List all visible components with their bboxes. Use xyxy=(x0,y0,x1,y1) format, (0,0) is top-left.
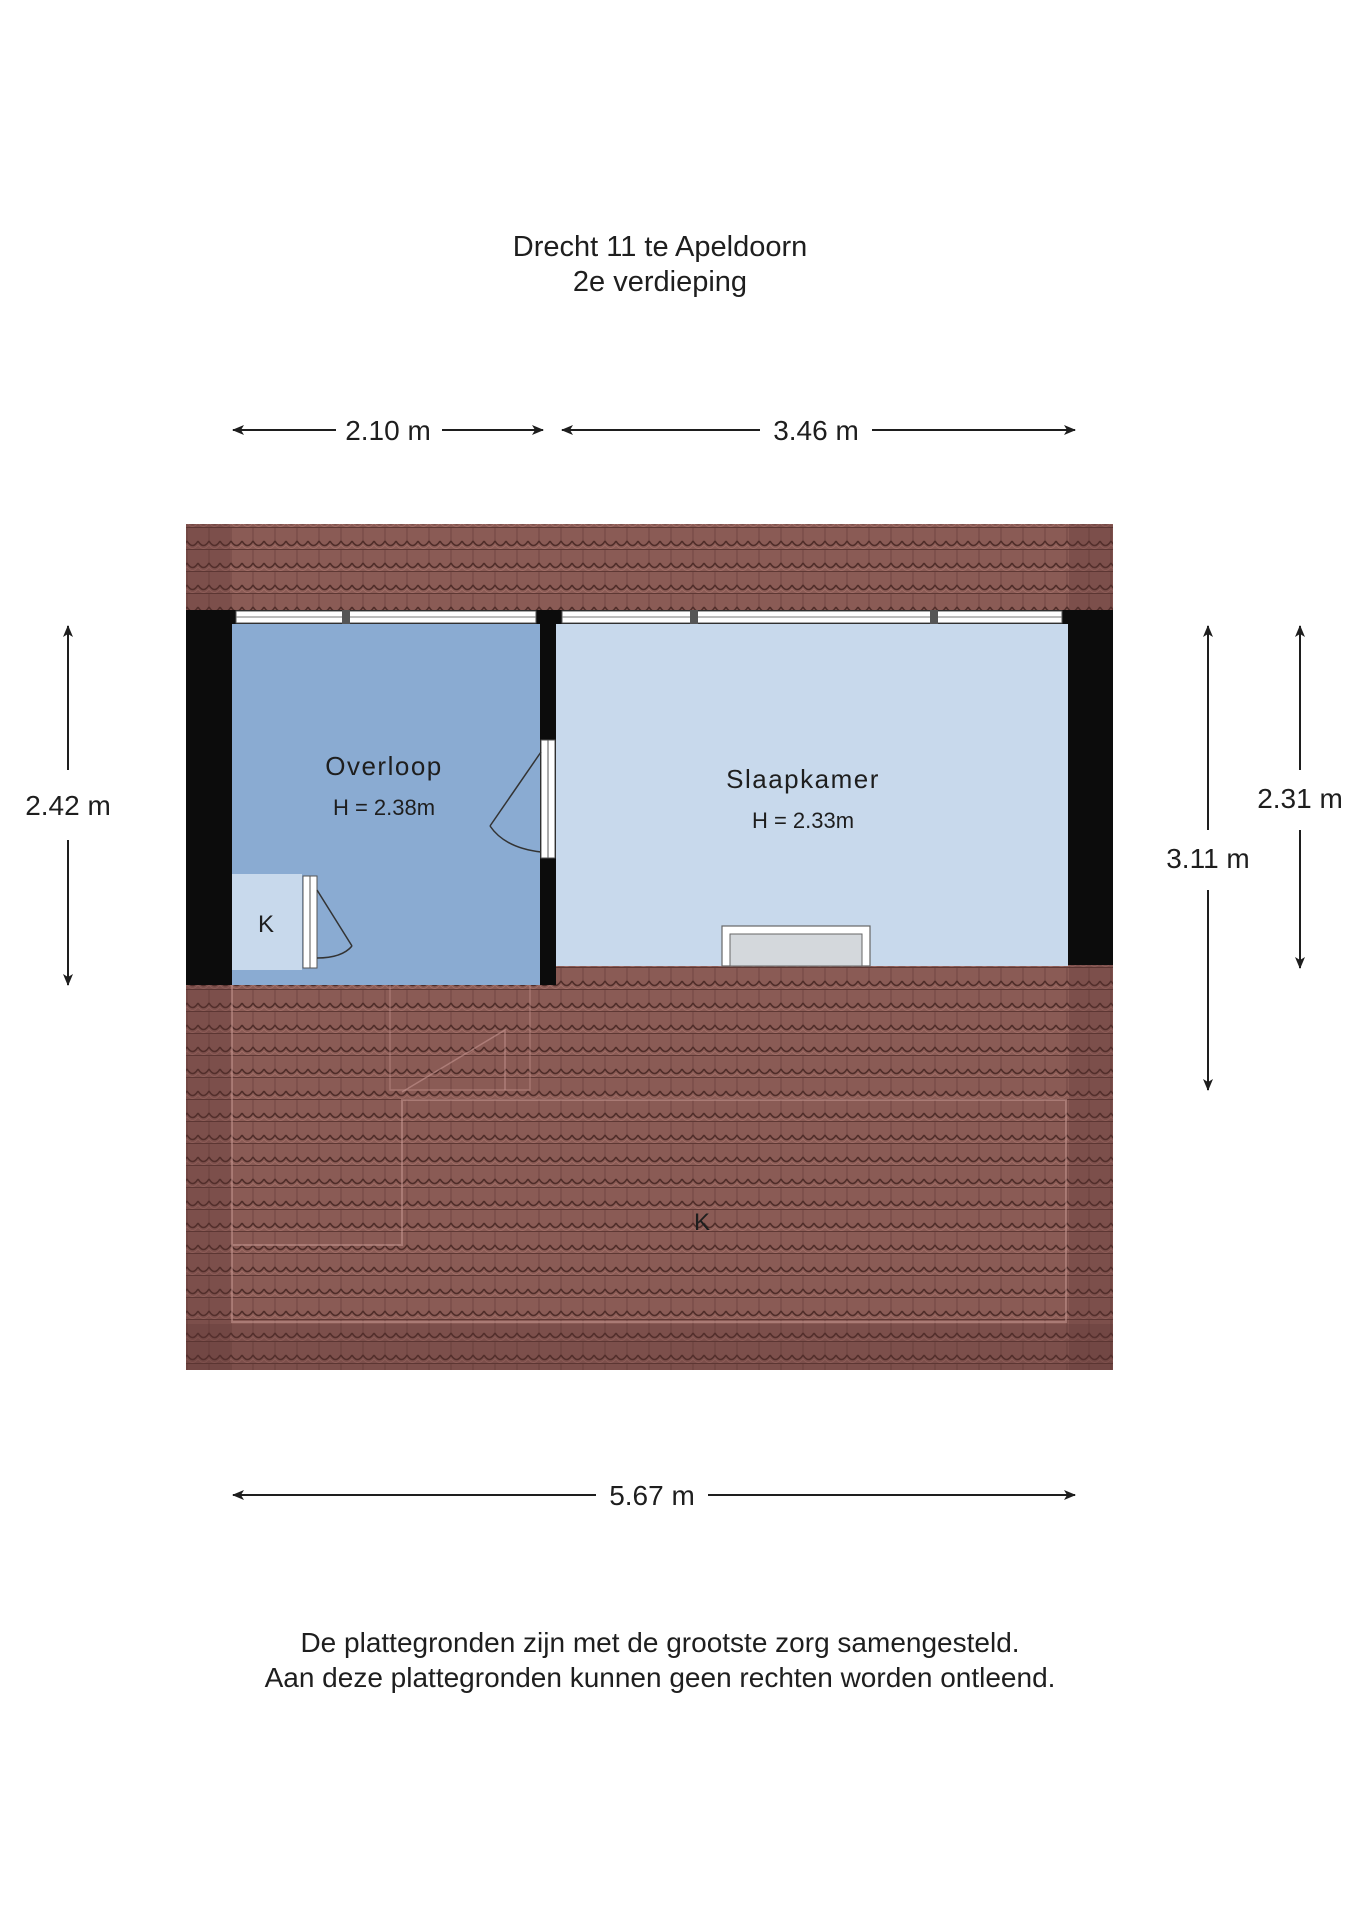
label-overloop-height: H = 2.38m xyxy=(333,795,435,820)
svg-text:3.11 m: 3.11 m xyxy=(1166,843,1250,874)
dimension-top-right: 3.46 m xyxy=(561,415,1076,446)
dimension-right-outer: 2.31 m xyxy=(1257,625,1343,969)
roof-inner-outline-2 xyxy=(389,985,531,1091)
disclaimer: De plattegronden zijn met de grootste zo… xyxy=(0,1625,1320,1695)
address-title: Drecht 11 te Apeldoorn xyxy=(512,231,808,263)
door-slaapkamer xyxy=(489,739,556,859)
window-slaapkamer-bottom xyxy=(721,925,871,967)
dimension-right-inner: 3.11 m xyxy=(1166,625,1250,1091)
label-slaapkamer: Slaapkamer xyxy=(726,764,880,794)
svg-text:2.42 m: 2.42 m xyxy=(25,790,111,821)
label-overloop: Overloop xyxy=(325,751,443,781)
room-kast-small xyxy=(232,874,302,970)
roof-eave-bottom xyxy=(186,1324,1113,1370)
label-kast-small: K xyxy=(258,911,274,938)
floor-subtitle: 2e verdieping xyxy=(572,266,748,298)
window-top-right xyxy=(561,610,1063,624)
dimension-top-left: 2.10 m xyxy=(232,415,544,446)
label-kast-large: K xyxy=(694,1209,710,1236)
label-slaapkamer-height: H = 2.33m xyxy=(752,808,854,833)
dimension-left: 2.42 m xyxy=(25,625,111,986)
room-slaapkamer xyxy=(556,624,1068,966)
svg-text:3.46 m: 3.46 m xyxy=(773,415,859,446)
stair-hint xyxy=(401,1028,506,1093)
dimension-bottom: 5.67 m xyxy=(232,1480,1076,1511)
svg-text:2.31 m: 2.31 m xyxy=(1257,783,1343,814)
title-block: Drecht 11 te Apeldoorn 2e verdieping xyxy=(0,230,1320,300)
roof-inner-outline xyxy=(231,985,1067,1323)
wall-left xyxy=(186,610,232,985)
wall-right xyxy=(1068,610,1113,965)
disclaimer-line-1: De plattegronden zijn met de grootste zo… xyxy=(300,1627,1020,1658)
svg-text:2.10 m: 2.10 m xyxy=(345,415,431,446)
svg-text:5.67 m: 5.67 m xyxy=(609,1480,695,1511)
door-kast-small xyxy=(302,875,353,969)
window-top-left xyxy=(235,610,537,624)
disclaimer-line-2: Aan deze plattegronden kunnen geen recht… xyxy=(264,1662,1056,1693)
